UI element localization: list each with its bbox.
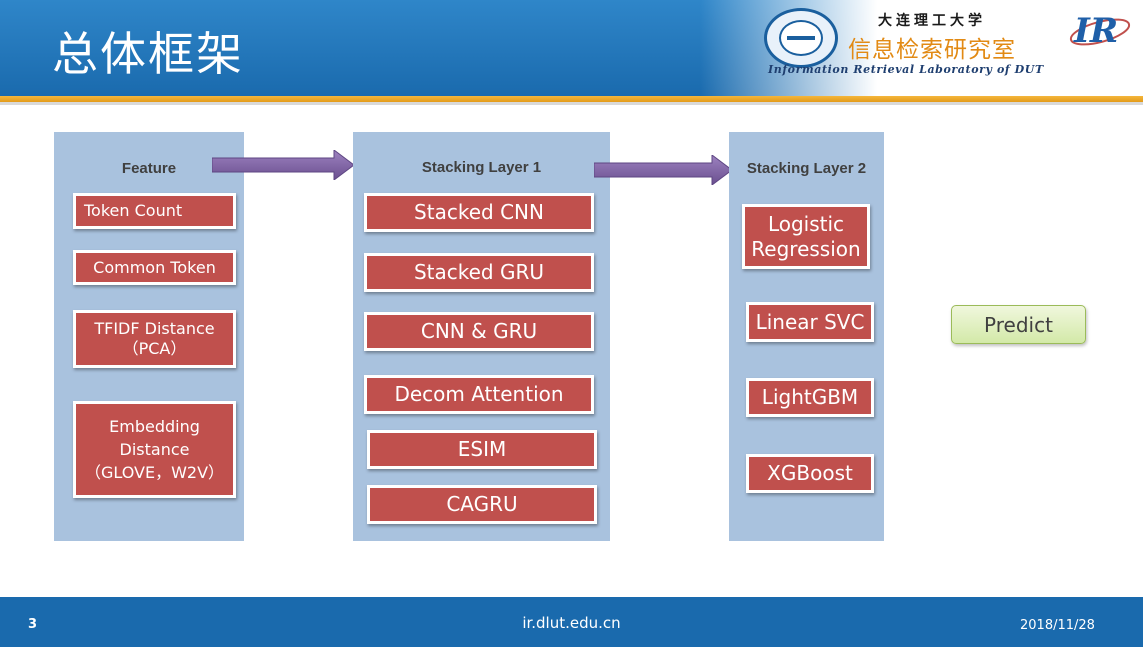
- arrow-layer1-to-layer2: [594, 155, 733, 185]
- feature-tfidf-distance: TFIDF Distance （PCA）: [73, 310, 236, 368]
- logo-english-name: Information Retrieval Laboratory of DUT: [768, 63, 1044, 76]
- footer-url: ir.dlut.edu.cn: [522, 614, 621, 632]
- layer1-stacked-gru: Stacked GRU: [364, 253, 594, 292]
- arrow-feature-to-layer1: [212, 150, 355, 180]
- feature-embedding-distance: Embedding Distance （GLOVE，W2V）: [73, 401, 236, 498]
- feature-token-count: Token Count: [73, 193, 236, 229]
- header-divider: [0, 102, 1143, 105]
- slide-footer: 3 ir.dlut.edu.cn 2018/11/28: [0, 597, 1143, 647]
- layer2-lightgbm: LightGBM: [746, 378, 874, 417]
- predict-box: Predict: [951, 305, 1086, 344]
- university-seal-logo: [764, 8, 838, 68]
- layer1-esim: ESIM: [367, 430, 597, 469]
- layer2-xgboost: XGBoost: [746, 454, 874, 493]
- stacking-layer1-title: Stacking Layer 1: [421, 159, 542, 176]
- logo-university-name: 大连理工大学: [878, 13, 986, 29]
- header-accent-line: [0, 96, 1143, 102]
- feature-column-title: Feature: [121, 160, 177, 177]
- ir-logo-icon: IR: [1069, 11, 1131, 51]
- slide-page-number: 3: [28, 617, 38, 632]
- logo-lab-name: 信息检索研究室: [848, 37, 1016, 63]
- layer2-logistic-regression: Logistic Regression: [742, 204, 870, 269]
- layer2-linear-svc: Linear SVC: [746, 302, 874, 342]
- layer1-cagru: CAGRU: [367, 485, 597, 524]
- layer1-cnn-gru: CNN & GRU: [364, 312, 594, 351]
- stacking-layer2-title: Stacking Layer 2: [746, 160, 867, 177]
- layer1-stacked-cnn: Stacked CNN: [364, 193, 594, 232]
- ir-logo-text: IR: [1073, 11, 1118, 51]
- feature-common-token: Common Token: [73, 250, 236, 285]
- footer-date: 2018/11/28: [1020, 618, 1095, 633]
- layer1-decom-attention: Decom Attention: [364, 375, 594, 414]
- slide-title: 总体框架: [52, 27, 244, 81]
